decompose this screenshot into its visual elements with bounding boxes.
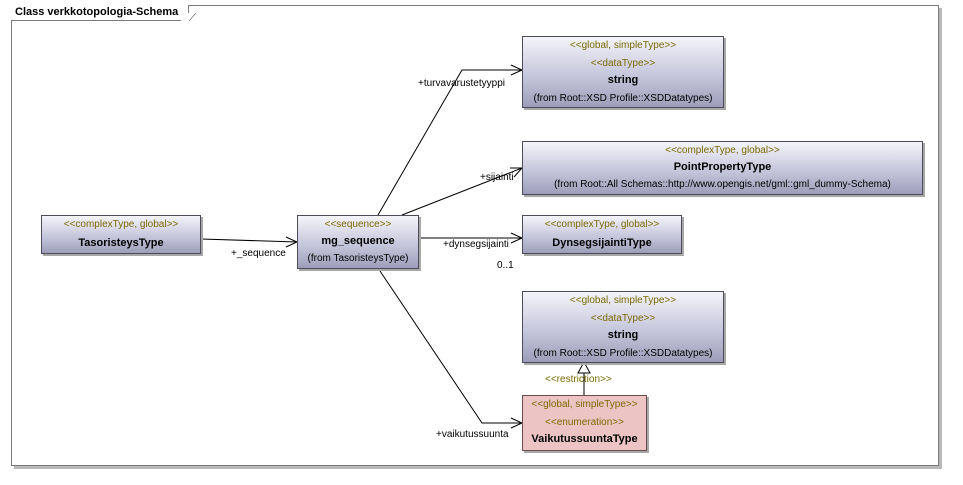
label-turvavarustetyyppi: +turvavarustetyyppi: [418, 78, 505, 89]
stereotype-label: <<complexType, global>>: [665, 145, 780, 156]
label-dynsegsijainti: +dynsegsijainti: [443, 239, 509, 250]
stereotype-label: <<enumeration>>: [545, 416, 624, 428]
edge-turvavarustetyyppi: [377, 69, 522, 216]
class-point-property-type[interactable]: <<complexType, global>> PointPropertyTyp…: [522, 141, 923, 195]
edge-sijainti: [401, 167, 523, 216]
class-vaikutussuunta-type[interactable]: <<global, simpleType>> <<enumeration>> V…: [522, 395, 647, 451]
stereotype-label: <<dataType>>: [590, 57, 656, 69]
class-name: TasoristeysType: [78, 237, 164, 249]
frame-title: Class verkkotopologia-Schema: [11, 5, 190, 21]
class-string-top[interactable]: <<global, simpleType>> <<dataType>> stri…: [522, 36, 724, 108]
label-restriction: <<restriction>>: [545, 374, 612, 385]
class-name: string: [607, 329, 639, 341]
generalization-arrowhead: [577, 360, 591, 374]
class-string-bottom[interactable]: <<global, simpleType>> <<dataType>> stri…: [522, 291, 724, 363]
from-package-label: (from Root::XSD Profile::XSDDatatypes): [533, 92, 713, 104]
label-vaikutussuunta: +vaikutussuunta: [436, 429, 509, 440]
class-name: VaikutussuuntaType: [531, 433, 638, 445]
stereotype-label: <<dataType>>: [590, 312, 656, 324]
label-sijainti: +sijainti: [480, 172, 514, 183]
class-name: PointPropertyType: [673, 161, 772, 173]
class-tasoristeys-type[interactable]: <<complexType, global>> TasoristeysType: [41, 215, 201, 254]
stereotype-label: <<global, simpleType>>: [569, 295, 677, 306]
from-package-label: (from Root::All Schemas::http://www.open…: [554, 179, 891, 190]
class-mg-sequence[interactable]: <<sequence>> mg_sequence (from Tasoriste…: [297, 215, 419, 269]
label-multiplicity: 0..1: [497, 260, 514, 271]
stereotype-label: <<sequence>>: [324, 219, 392, 230]
stereotype-label: <<global, simpleType>>: [531, 399, 638, 410]
class-dynsegsijainti-type[interactable]: <<complexType, global>> DynsegsijaintiTy…: [522, 215, 682, 254]
edge-sequence: [200, 238, 298, 243]
edge-vaikutussuunta: [377, 267, 522, 424]
stereotype-label: <<complexType, global>>: [544, 219, 660, 230]
class-name: DynsegsijaintiType: [552, 237, 652, 249]
from-package-label: (from Root::XSD Profile::XSDDatatypes): [533, 347, 713, 359]
class-name: mg_sequence: [321, 235, 395, 247]
stereotype-label: <<global, simpleType>>: [569, 40, 677, 51]
label-sequence: +_sequence: [231, 248, 286, 259]
from-package-label: (from TasoristeysType): [307, 253, 409, 264]
class-name: string: [607, 74, 639, 86]
stereotype-label: <<complexType, global>>: [63, 219, 179, 230]
